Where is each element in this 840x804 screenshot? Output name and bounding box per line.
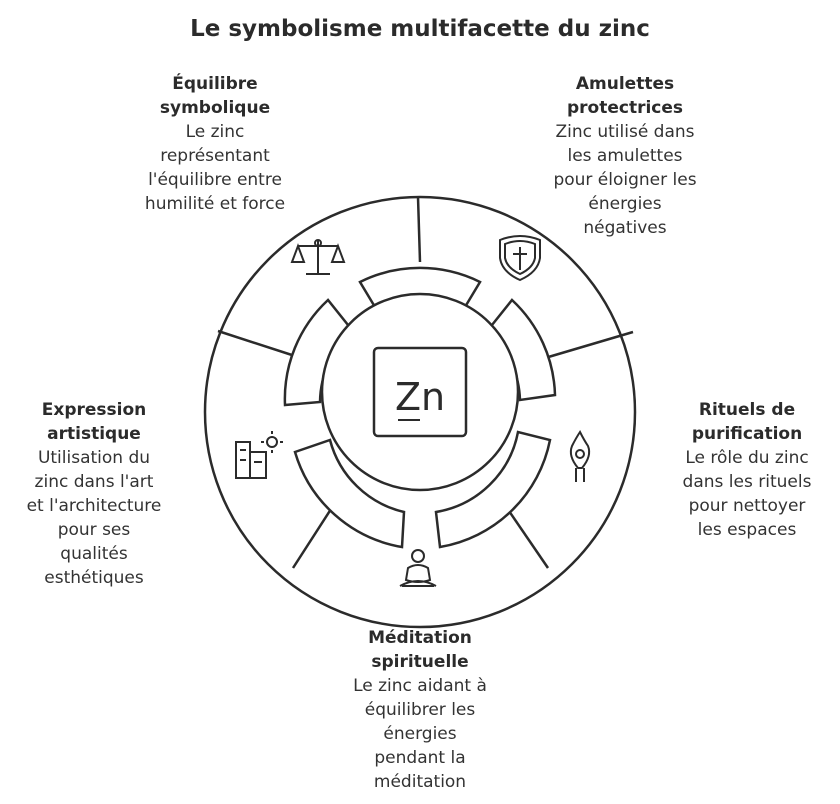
section-heading: purification xyxy=(691,424,803,444)
section-desc: énergies xyxy=(588,194,662,214)
section-desc: esthétiques xyxy=(44,568,144,588)
section-desc: Le zinc xyxy=(185,122,245,142)
section-desc: zinc dans l'art xyxy=(34,472,154,492)
section-heading: artistique xyxy=(47,424,141,444)
section-desc: représentant xyxy=(160,146,270,166)
section-heading: Méditation xyxy=(368,628,472,648)
section-amulettes: Amulettes protectrices Zinc utilisé dans… xyxy=(530,72,720,240)
arc-segment-bottom-right xyxy=(434,430,552,549)
section-desc: les amulettes xyxy=(567,146,683,166)
zinc-element-tile xyxy=(372,346,468,438)
section-desc: les espaces xyxy=(697,520,797,540)
arc-segment-bottom-left xyxy=(293,438,406,549)
section-desc: méditation xyxy=(373,772,467,792)
section-desc: pour ses xyxy=(57,520,131,540)
section-heading: symbolique xyxy=(159,98,271,118)
section-desc: négatives xyxy=(583,218,667,238)
section-desc: pendant la xyxy=(374,748,466,768)
section-heading: Amulettes xyxy=(575,74,675,94)
section-desc: pour éloigner les xyxy=(553,170,697,190)
section-heading: Expression xyxy=(41,400,147,420)
section-rituels: Rituels de purification Le rôle du zinc … xyxy=(658,398,836,542)
section-expression: Expression artistique Utilisation du zin… xyxy=(6,398,182,590)
section-desc: humilité et force xyxy=(144,194,286,214)
section-desc: Zinc utilisé dans xyxy=(555,122,695,142)
building-sun-icon xyxy=(235,431,283,479)
section-heading: Rituels de xyxy=(698,400,796,420)
section-desc: l'équilibre entre xyxy=(148,170,282,190)
section-desc: énergies xyxy=(383,724,457,744)
section-desc: qualités xyxy=(60,544,128,564)
candle-flame-icon xyxy=(569,430,591,482)
meditation-icon xyxy=(399,549,437,587)
zinc-symbol: Zn xyxy=(395,375,445,419)
shield-cross-icon xyxy=(499,235,541,282)
section-heading: protectrices xyxy=(566,98,684,118)
section-desc: Le rôle du zinc xyxy=(685,448,809,468)
section-desc: et l'architecture xyxy=(26,496,162,516)
section-heading: Équilibre xyxy=(172,74,258,94)
diagram-title: Le symbolisme multifacette du zinc xyxy=(190,16,650,42)
section-desc: équilibrer les xyxy=(364,700,476,720)
section-heading: spirituelle xyxy=(371,652,469,672)
section-desc: Le zinc aidant à xyxy=(353,676,487,696)
section-desc: dans les rituels xyxy=(682,472,812,492)
section-equilibre: Équilibre symbolique Le zinc représentan… xyxy=(130,72,300,216)
section-desc: Utilisation du xyxy=(37,448,151,468)
scales-icon xyxy=(290,239,346,275)
section-desc: pour nettoyer xyxy=(688,496,806,516)
section-meditation: Méditation spirituelle Le zinc aidant à … xyxy=(320,626,520,794)
